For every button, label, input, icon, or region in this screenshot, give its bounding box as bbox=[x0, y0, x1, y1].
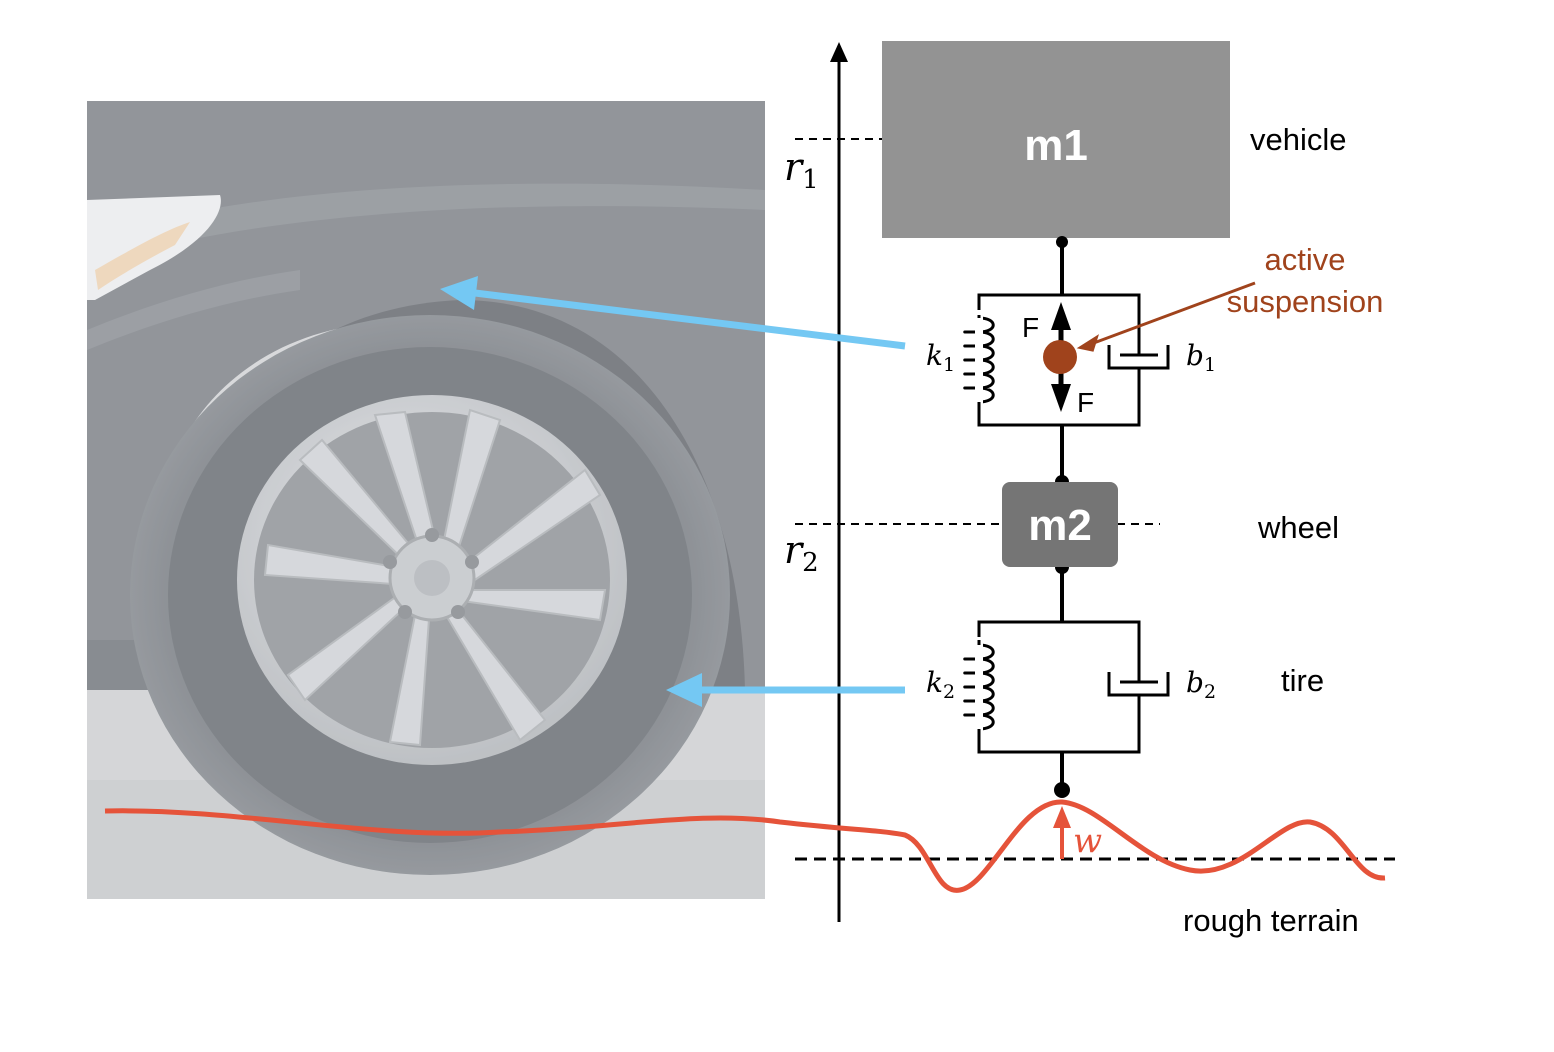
tire-label: tire bbox=[1281, 663, 1324, 698]
mass-m2-block bbox=[1002, 482, 1118, 567]
suspension-pointer-arrow bbox=[440, 276, 906, 350]
mass-m2-label: m2 bbox=[1028, 501, 1092, 550]
rough-terrain-label: rough terrain bbox=[1183, 903, 1359, 938]
force-down-label: F bbox=[1077, 387, 1094, 418]
r2-symbol: r2 bbox=[784, 528, 819, 578]
b2-symbol: b2 bbox=[1186, 666, 1216, 703]
w-symbol: w bbox=[1073, 821, 1102, 861]
tire-frame bbox=[977, 620, 1141, 754]
active-suspension-label-line1: active bbox=[1265, 242, 1346, 277]
wheel-label: wheel bbox=[1257, 510, 1339, 545]
tire-pointer-arrow bbox=[666, 673, 905, 707]
vertical-axis bbox=[830, 42, 848, 922]
vehicle-label: vehicle bbox=[1250, 122, 1347, 157]
r1-symbol: r1 bbox=[784, 145, 819, 195]
damper-b1-icon bbox=[1107, 295, 1170, 425]
k2-symbol: k2 bbox=[926, 666, 955, 703]
active-suspension-label-line2: suspension bbox=[1227, 284, 1384, 319]
force-up-label: F bbox=[1022, 312, 1039, 343]
mass-m1-label: m1 bbox=[1024, 121, 1088, 170]
k1-symbol: k1 bbox=[926, 339, 955, 376]
active-suspension-pointer bbox=[1082, 281, 1256, 349]
b1-symbol: b1 bbox=[1186, 339, 1216, 376]
spring-k1-icon bbox=[963, 316, 995, 404]
mass-m1-block bbox=[882, 41, 1230, 238]
active-actuator-dot bbox=[1043, 340, 1077, 374]
terrain-curve bbox=[104, 799, 1386, 893]
damper-b2-icon bbox=[1107, 622, 1170, 752]
disturbance-arrow bbox=[1053, 806, 1071, 859]
spring-k2-icon bbox=[963, 643, 995, 731]
car-wheel-photo bbox=[87, 101, 765, 899]
